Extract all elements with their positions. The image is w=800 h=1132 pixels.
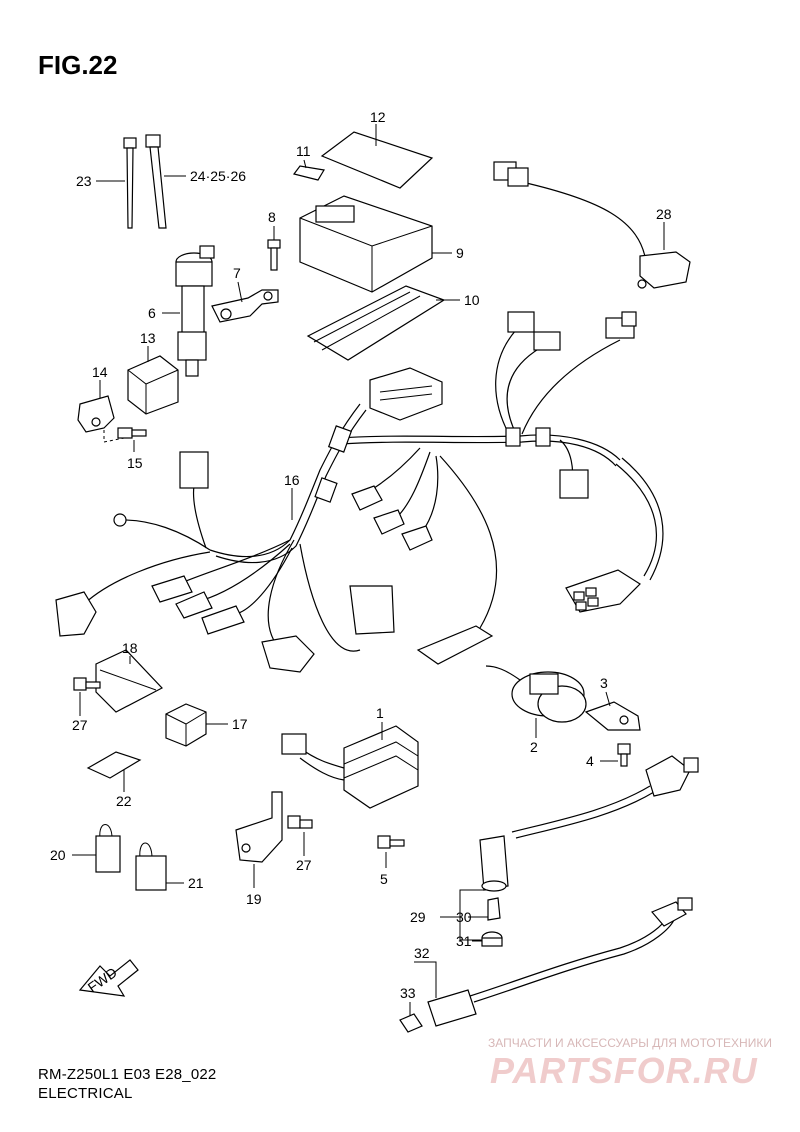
callout-15: 15 bbox=[127, 455, 143, 471]
part-24-25-26-clamp[interactable] bbox=[145, 134, 167, 229]
footer-section-name: ELECTRICAL bbox=[38, 1085, 133, 1102]
part-3-bracket[interactable] bbox=[584, 701, 641, 731]
callout-13: 13 bbox=[140, 330, 156, 346]
part-15-bolt[interactable] bbox=[117, 427, 147, 439]
callout-28: 28 bbox=[656, 206, 672, 222]
leader-7 bbox=[237, 281, 243, 303]
part-31-grommet[interactable] bbox=[481, 931, 503, 947]
part-6-ignition-coil[interactable] bbox=[175, 245, 215, 377]
part-33-fuse[interactable] bbox=[399, 1013, 423, 1033]
callout-11: 11 bbox=[296, 143, 311, 159]
part-8-bolt[interactable] bbox=[267, 239, 281, 271]
callout-23: 23 bbox=[76, 173, 92, 189]
part-16-wiring-harness[interactable] bbox=[55, 311, 664, 673]
callout-14: 14 bbox=[92, 364, 108, 380]
callout-16: 16 bbox=[284, 472, 300, 488]
part-27-bolt-left[interactable] bbox=[73, 677, 101, 691]
part-14-bracket[interactable] bbox=[77, 395, 115, 433]
callout-8: 8 bbox=[268, 209, 276, 225]
part-17-fuse-holder[interactable] bbox=[165, 703, 207, 747]
callout-31: 31 bbox=[456, 933, 472, 949]
part-32-sub-harness[interactable] bbox=[427, 897, 693, 1027]
part-10-rubber-band[interactable] bbox=[306, 285, 446, 361]
leader-11 bbox=[303, 159, 307, 169]
callout-22: 22 bbox=[116, 793, 132, 809]
leader-29-bracket bbox=[440, 889, 488, 941]
part-20-fuse[interactable] bbox=[95, 824, 121, 873]
callout-18: 18 bbox=[122, 640, 138, 656]
part-2-capacitor[interactable] bbox=[485, 665, 587, 723]
part-28-sensor[interactable] bbox=[493, 161, 691, 289]
callout-9: 9 bbox=[456, 245, 464, 261]
callout-3: 3 bbox=[600, 675, 608, 691]
callout-4: 4 bbox=[586, 753, 594, 769]
callout-27-mid: 27 bbox=[296, 857, 312, 873]
watermark-brand: PARTSFOR.RU bbox=[490, 1050, 758, 1091]
callout-29: 29 bbox=[410, 909, 426, 925]
part-27-bolt-mid[interactable] bbox=[287, 815, 313, 829]
leader-15-dashed bbox=[103, 430, 125, 443]
part-12-label[interactable] bbox=[320, 131, 434, 189]
part-11-label[interactable] bbox=[292, 165, 325, 181]
part-23-cable-tie[interactable] bbox=[123, 137, 137, 229]
figure-title: FIG.22 bbox=[38, 50, 118, 80]
leader-32 bbox=[414, 961, 437, 998]
callout-7: 7 bbox=[233, 265, 241, 281]
part-1-regulator[interactable] bbox=[281, 725, 419, 809]
callout-2: 2 bbox=[530, 739, 538, 755]
fwd-arrow-icon: FWD bbox=[78, 959, 139, 997]
part-22-label[interactable] bbox=[86, 751, 142, 779]
callout-21: 21 bbox=[188, 875, 204, 891]
callout-32: 32 bbox=[414, 945, 430, 961]
callout-17: 17 bbox=[232, 716, 248, 732]
part-7-bracket[interactable] bbox=[211, 289, 279, 323]
callout-1: 1 bbox=[376, 705, 384, 721]
part-9-ecm-unit[interactable] bbox=[299, 195, 433, 293]
callout-33: 33 bbox=[400, 985, 416, 1001]
part-18-plate[interactable] bbox=[95, 649, 163, 713]
callout-6: 6 bbox=[148, 305, 156, 321]
part-19-bracket[interactable] bbox=[235, 791, 283, 863]
part-21-fuse[interactable] bbox=[135, 842, 167, 891]
footer-model-line: RM-Z250L1 E03 E28_022 bbox=[38, 1066, 217, 1083]
part-5-bolt[interactable] bbox=[377, 835, 405, 849]
part-13-relay[interactable] bbox=[127, 355, 179, 415]
callout-30: 30 bbox=[456, 909, 472, 925]
leader-3 bbox=[605, 691, 611, 707]
callout-24-25-26: 24·25·26 bbox=[190, 168, 246, 184]
part-30-grommet[interactable] bbox=[487, 897, 501, 921]
callout-10: 10 bbox=[464, 292, 480, 308]
callout-5: 5 bbox=[380, 871, 388, 887]
callout-19: 19 bbox=[246, 891, 262, 907]
watermark-tagline: ЗАПЧАСТИ И АКСЕССУАРЫ ДЛЯ МОТОТЕХНИКИ bbox=[488, 1036, 772, 1050]
part-29-sensor-assembly[interactable] bbox=[479, 755, 699, 892]
callout-12: 12 bbox=[370, 109, 386, 125]
callout-20: 20 bbox=[50, 847, 66, 863]
callout-27-left: 27 bbox=[72, 717, 88, 733]
part-4-bolt[interactable] bbox=[617, 743, 631, 767]
